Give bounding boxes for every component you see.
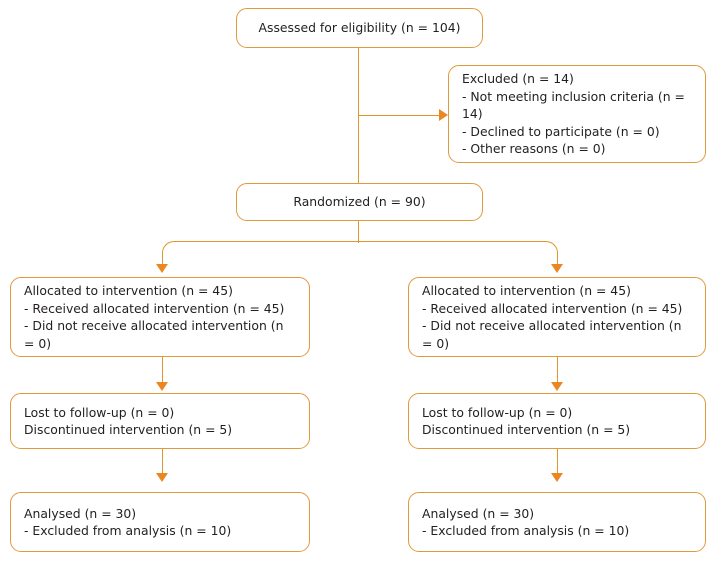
assessed-label: Assessed for eligibility (n = 104): [258, 20, 461, 36]
connector-followup-left-to-analysed-left-arrowhead: [156, 473, 168, 482]
node-randomized: Randomized (n = 90): [236, 183, 483, 221]
allocated-right-line-1: Allocated to intervention (n = 45): [422, 283, 631, 298]
followup-left-line-2: Discontinued intervention (n = 5): [24, 422, 233, 437]
connector-randomized-left-elbow: [162, 241, 359, 263]
followup-right-line-1: Lost to follow-up (n = 0): [422, 404, 573, 420]
connector-assessed-to-excluded-line: [358, 115, 440, 117]
connector-randomized-left-drop: [162, 252, 164, 266]
connector-randomized-left-arrowhead: [156, 264, 168, 273]
followup-right-line-2: Discontinued intervention (n = 5): [422, 422, 631, 437]
connector-allocated-left-to-followup-left-line: [162, 357, 164, 384]
node-excluded: Excluded (n = 14) - Not meeting inclusio…: [448, 65, 706, 163]
followup-left-line-1: Lost to follow-up (n = 0): [24, 404, 175, 420]
connector-followup-right-to-analysed-right-arrowhead: [551, 473, 563, 482]
randomized-label: Randomized (n = 90): [293, 194, 426, 210]
excluded-line-3: - Declined to participate (n = 0): [462, 123, 660, 139]
connector-randomized-right-arrowhead: [551, 264, 563, 273]
connector-randomized-stem: [358, 221, 360, 243]
node-assessed-for-eligibility: Assessed for eligibility (n = 104): [236, 8, 483, 48]
allocated-left-line-3: - Did not receive allocated intervention…: [24, 318, 284, 351]
connector-followup-right-to-analysed-right-line: [557, 449, 559, 475]
node-analysed-right: Analysed (n = 30) - Excluded from analys…: [408, 492, 706, 552]
node-allocated-right: Allocated to intervention (n = 45) - Rec…: [408, 277, 706, 357]
node-analysed-left: Analysed (n = 30) - Excluded from analys…: [10, 492, 310, 552]
connector-randomized-right-drop: [557, 252, 559, 266]
allocated-left-line-2: - Received allocated intervention (n = 4…: [24, 300, 285, 316]
allocated-left-line-1: Allocated to intervention (n = 45): [24, 283, 233, 298]
connector-allocated-right-to-followup-right-line: [557, 357, 559, 384]
analysed-right-line-1: Analysed (n = 30): [422, 505, 535, 521]
allocated-right-line-2: - Received allocated intervention (n = 4…: [422, 300, 683, 316]
connector-randomized-right-elbow: [358, 241, 558, 263]
connector-assessed-to-excluded-arrowhead: [439, 109, 448, 121]
excluded-line-4: - Other reasons (n = 0): [462, 141, 606, 157]
analysed-left-line-1: Analysed (n = 30): [24, 505, 137, 521]
analysed-right-line-2: - Excluded from analysis (n = 10): [422, 523, 630, 538]
excluded-line-1: Excluded (n = 14): [462, 71, 574, 87]
connector-allocated-left-to-followup-left-arrowhead: [156, 382, 168, 391]
node-followup-right: Lost to follow-up (n = 0) Discontinued i…: [408, 393, 706, 449]
excluded-line-2: - Not meeting inclusion criteria (n = 14…: [462, 88, 685, 122]
allocated-right-line-3: - Did not receive allocated intervention…: [422, 318, 682, 351]
analysed-left-line-2: - Excluded from analysis (n = 10): [24, 523, 232, 538]
connector-allocated-right-to-followup-right-arrowhead: [551, 382, 563, 391]
node-followup-left: Lost to follow-up (n = 0) Discontinued i…: [10, 393, 310, 449]
node-allocated-left: Allocated to intervention (n = 45) - Rec…: [10, 277, 310, 357]
connector-followup-left-to-analysed-left-line: [162, 449, 164, 475]
